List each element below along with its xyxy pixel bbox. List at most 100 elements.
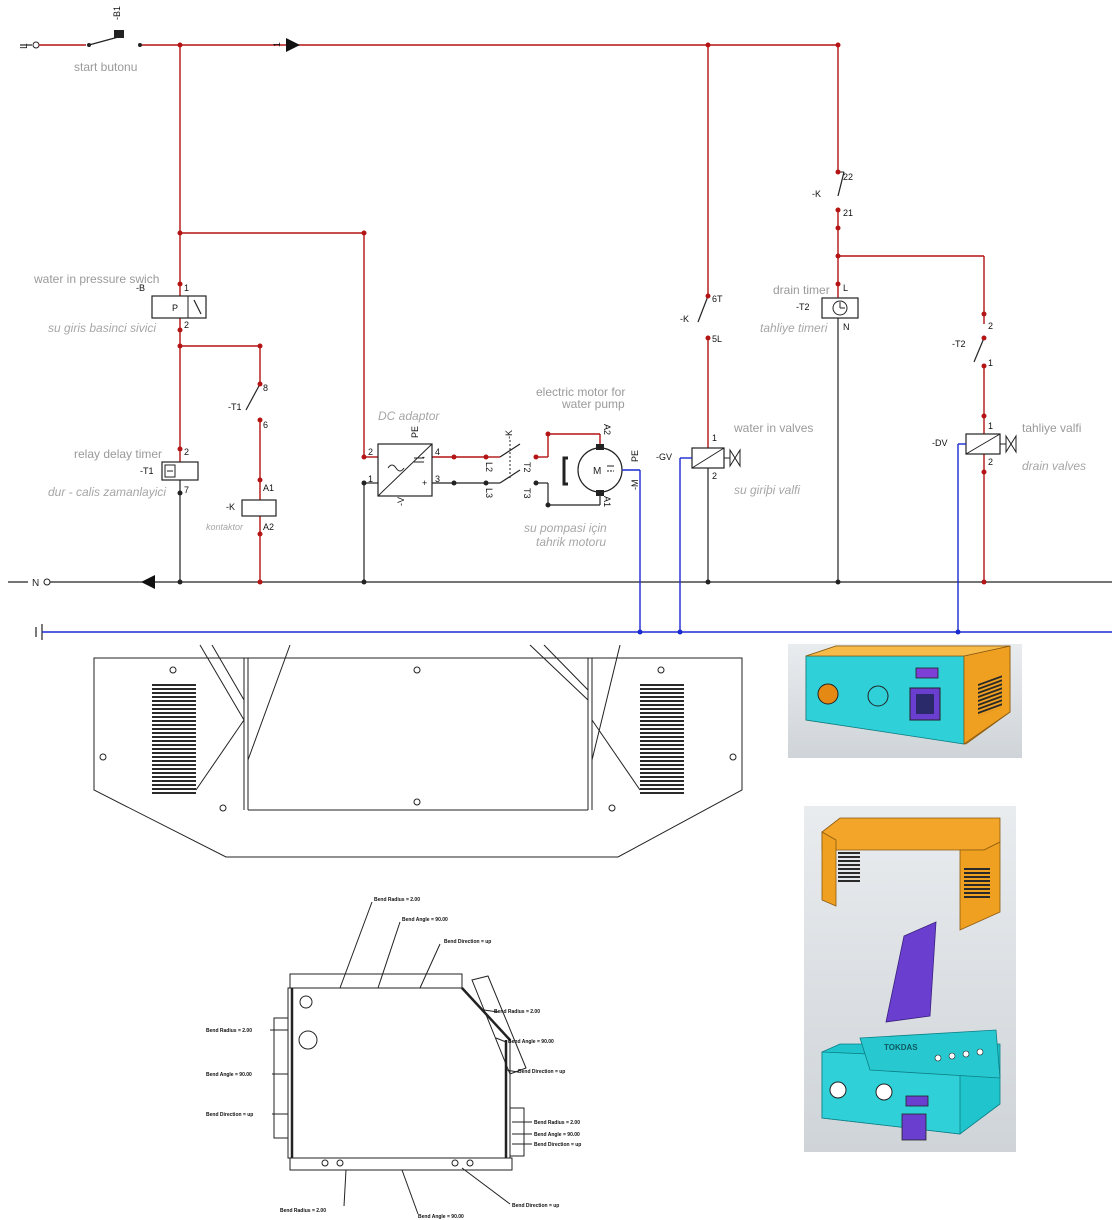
right-ventilation-slots: [640, 684, 684, 796]
gv-pin-bottom: 2: [712, 471, 717, 481]
assembled-box-render: [788, 644, 1022, 758]
k-5l-pin-bottom: 5L: [712, 334, 722, 344]
bend-note-diag-direction: Bend Direction = up: [518, 1069, 565, 1075]
bend-note-left-radius: Bend Radius = 2.00: [206, 1028, 252, 1034]
t1-label-en: relay delay timer: [74, 447, 162, 461]
t1-pin-bottom: 7: [184, 485, 189, 495]
k-21-pin: 21: [843, 208, 853, 218]
power-rails: [8, 38, 1112, 640]
motor-label-tr-1: su pompasi için: [524, 521, 607, 535]
t2-pin-n: N: [843, 322, 850, 332]
bend-note-diag-angle: Bend Angle = 90.00: [508, 1039, 554, 1045]
t1-contact-pin-6: 6: [263, 420, 268, 430]
t1-pin-top: 2: [184, 447, 189, 457]
k-contact-l2: L2: [484, 462, 494, 472]
t2-pin-l: L: [843, 283, 848, 293]
gv-pin-top: 1: [712, 433, 717, 443]
gv-label-en: water in valves: [733, 421, 813, 435]
b-tag: -B: [136, 283, 145, 293]
dc-adaptor-tag: -V: [396, 497, 406, 506]
adaptor-pin-4: 4: [435, 447, 440, 457]
k-contact-t3: T3: [522, 488, 532, 499]
adaptor-pin-1: 1: [368, 474, 373, 484]
t2-label-tr: tahliye timeri: [760, 321, 828, 335]
motor-label-en-1: electric motor for: [536, 385, 625, 399]
k-coil-label: kontaktor: [206, 522, 244, 532]
line-n-label: N: [32, 578, 39, 589]
box-brand-text: TOKDAS: [884, 1043, 918, 1052]
t1-tag: -T1: [140, 466, 154, 476]
gv-label-tr: su giriþi valfi: [734, 483, 800, 497]
k-coil-tag: -K: [226, 502, 235, 512]
k-6t-tag: -K: [680, 314, 689, 324]
k-contact-t2: T2: [522, 462, 532, 473]
pressure-switch-b-symbol: [151, 295, 207, 319]
t2-tag: -T2: [796, 302, 810, 312]
t2-contact-pin-2: 2: [988, 321, 993, 331]
b1-tag: -B1: [112, 6, 122, 20]
t1-contact-k-coil-wires: [241, 343, 277, 585]
adaptor-pin-3: 3: [435, 474, 440, 484]
water-in-valve-branch: [677, 42, 741, 635]
bend-note-top-radius: Bend Radius = 2.00: [374, 897, 420, 903]
drain-timer-branch: [821, 42, 984, 585]
motor-label-tr-2: tahrik motoru: [536, 535, 606, 549]
b-pin-top: 1: [184, 283, 189, 293]
flat-pattern-drawing: [270, 901, 532, 1215]
bend-note-diag-radius: Bend Radius = 2.00: [494, 1009, 540, 1015]
bend-note-left-direction: Bend Direction = up: [206, 1112, 253, 1118]
k-22-tag: -K: [812, 189, 821, 199]
dc-adaptor-wires: [361, 230, 486, 585]
line-l-label: L: [19, 43, 30, 49]
b-label-tr: su giris basinci sivici: [48, 321, 156, 335]
k-power-contacts-symbol: [483, 440, 548, 486]
k-contact-l3: L3: [484, 488, 494, 498]
t1-contact-tag: -T1: [228, 402, 242, 412]
motor-tag: -M: [630, 480, 640, 491]
wire-number-label: 1: [272, 42, 282, 47]
bend-note-top-angle: Bend Angle = 90.00: [402, 917, 448, 923]
bend-note-bottom-radius: Bend Radius = 2.00: [280, 1208, 326, 1214]
t1-label-tr: dur - calis zamanlayici: [48, 485, 166, 499]
bend-note-left-angle: Bend Angle = 90.00: [206, 1072, 252, 1078]
t2-contact-pin-1: 1: [988, 358, 993, 368]
b1-label: start butonu: [74, 60, 137, 74]
motor-pin-a2: A2: [602, 424, 612, 435]
front-panel-flat-drawing: [93, 644, 743, 858]
dc-adaptor-symbol: [377, 443, 433, 497]
k-coil-pin-a2: A2: [263, 522, 274, 532]
motor-label-en-2: water pump: [561, 397, 625, 411]
start-button-b1-symbol: [87, 30, 142, 47]
bend-note-right-angle: Bend Angle = 90.00: [534, 1132, 580, 1138]
dv-label-en: drain valves: [1022, 459, 1086, 473]
dv-label-tr: tahliye valfi: [1022, 421, 1081, 435]
k-coil-pin-a1: A1: [263, 483, 274, 493]
t2-contact-tag: -T2: [952, 339, 966, 349]
k-22-pin: 22: [843, 172, 853, 182]
adaptor-plus: +: [422, 478, 427, 488]
t1-contact-pin-8: 8: [263, 383, 268, 393]
dc-adaptor-label: DC adaptor: [378, 409, 440, 423]
dv-pin-bottom: 2: [988, 457, 993, 467]
bend-note-right-radius: Bend Radius = 2.00: [534, 1120, 580, 1126]
b-pin-bottom: 2: [184, 320, 189, 330]
drain-valve-branch: [955, 256, 1017, 635]
dv-pin-top: 1: [988, 421, 993, 431]
motor-pin-pe: PE: [630, 450, 640, 462]
bend-note-top-direction: Bend Direction = up: [444, 939, 491, 945]
motor-m-glyph: M: [593, 466, 601, 477]
exploded-box-render: TOKDAS: [804, 806, 1016, 1152]
gv-tag: -GV: [656, 452, 672, 462]
bend-note-right-direction: Bend Direction = up: [534, 1142, 581, 1148]
pressure-switch-p-glyph: P: [172, 303, 178, 313]
left-ventilation-slots: [152, 684, 196, 796]
bend-annotations: Bend Radius = 2.00 Bend Angle = 90.00 Be…: [206, 897, 581, 1220]
relay-delay-timer-t1-symbol: [161, 461, 199, 481]
b-label-en: water in pressure swich: [33, 272, 159, 286]
branch-pressure-switch-wires: [177, 42, 364, 585]
dv-tag: -DV: [932, 438, 948, 448]
t2-label-en: drain timer: [773, 283, 830, 297]
bend-note-bottom-angle: Bend Angle = 90.00: [418, 1214, 464, 1220]
water-pump-motor-symbol: [545, 431, 643, 635]
